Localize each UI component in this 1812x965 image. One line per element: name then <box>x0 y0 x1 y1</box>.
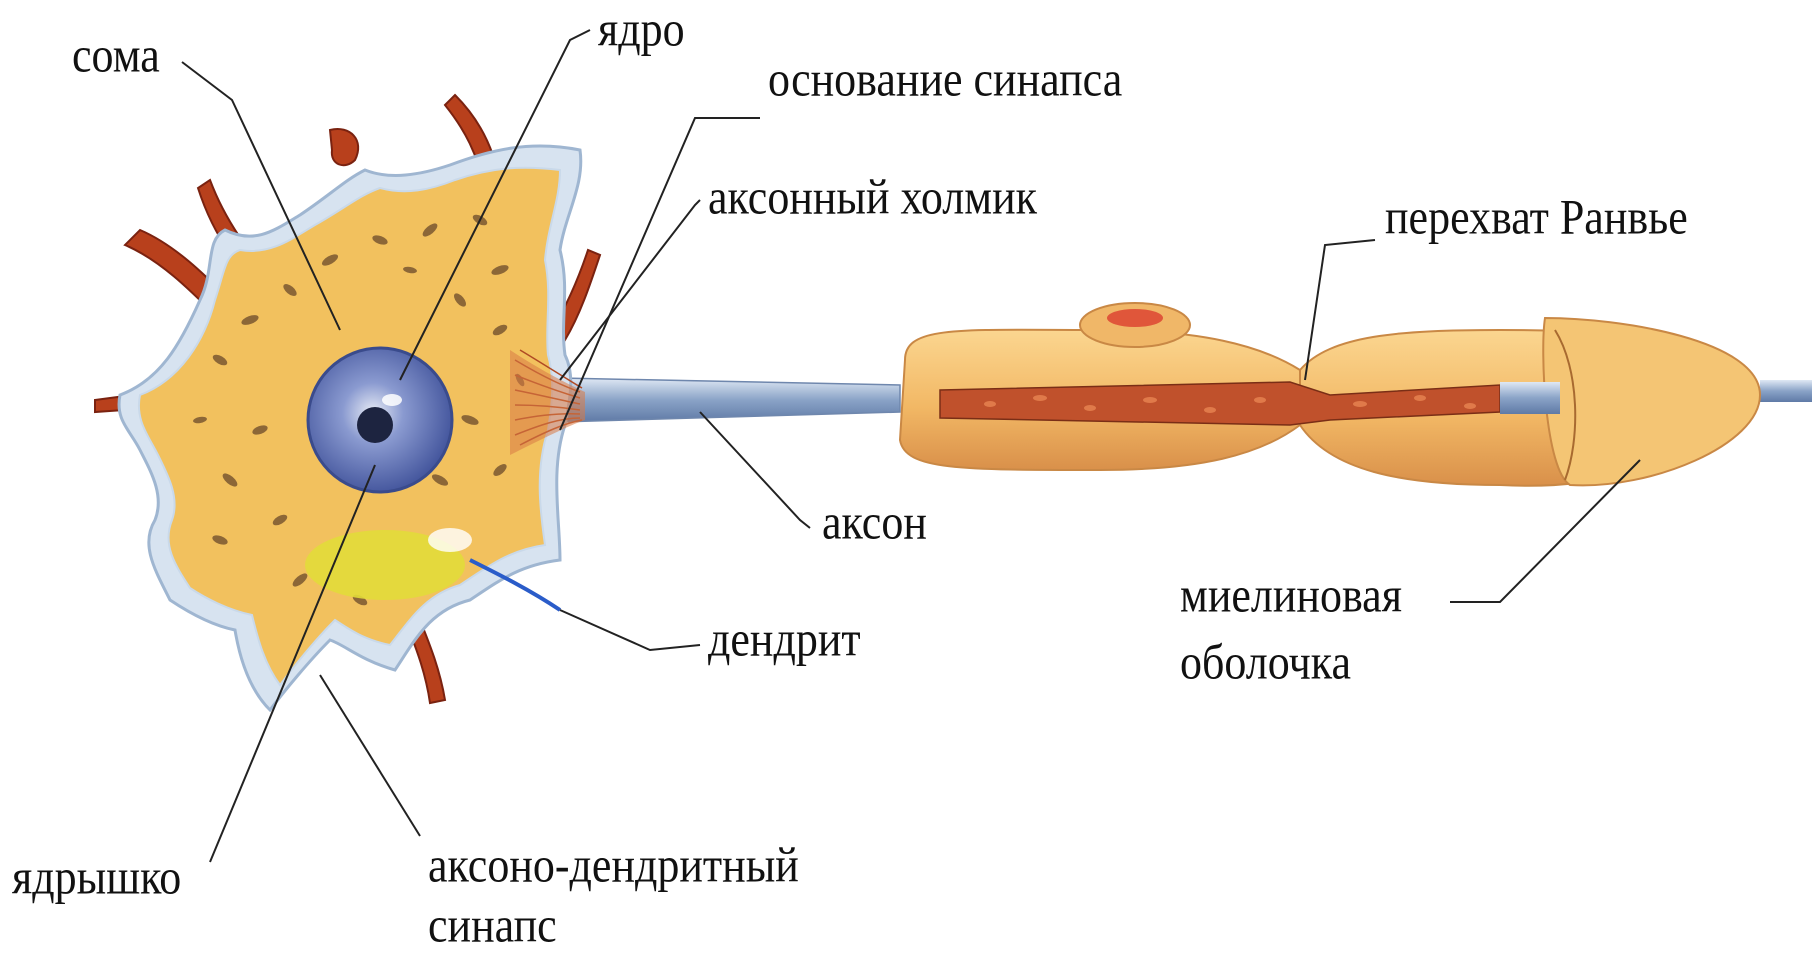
label-synapse-base: основание синапса <box>768 52 1122 109</box>
axon <box>560 378 900 422</box>
label-myelin-line2: оболочка <box>1180 635 1351 692</box>
label-axodendritic-line1: аксоно-дендритный <box>428 838 799 895</box>
axon-tail <box>1760 380 1812 402</box>
label-nucleolus: ядрышко <box>12 850 181 907</box>
label-dendrite: дендрит <box>708 612 861 669</box>
label-node-of-ranvier: перехват Ранвье <box>1385 190 1688 247</box>
label-myelin-line1: миелиновая <box>1180 568 1402 625</box>
label-soma: сома <box>72 28 160 85</box>
label-nucleus: ядро <box>598 2 685 59</box>
label-axon-hillock: аксонный холмик <box>708 170 1037 227</box>
nucleolus <box>357 407 393 443</box>
label-axon: аксон <box>822 495 927 552</box>
label-axodendritic-line2: синапс <box>428 898 557 955</box>
axon-inner-segment <box>1500 382 1560 414</box>
